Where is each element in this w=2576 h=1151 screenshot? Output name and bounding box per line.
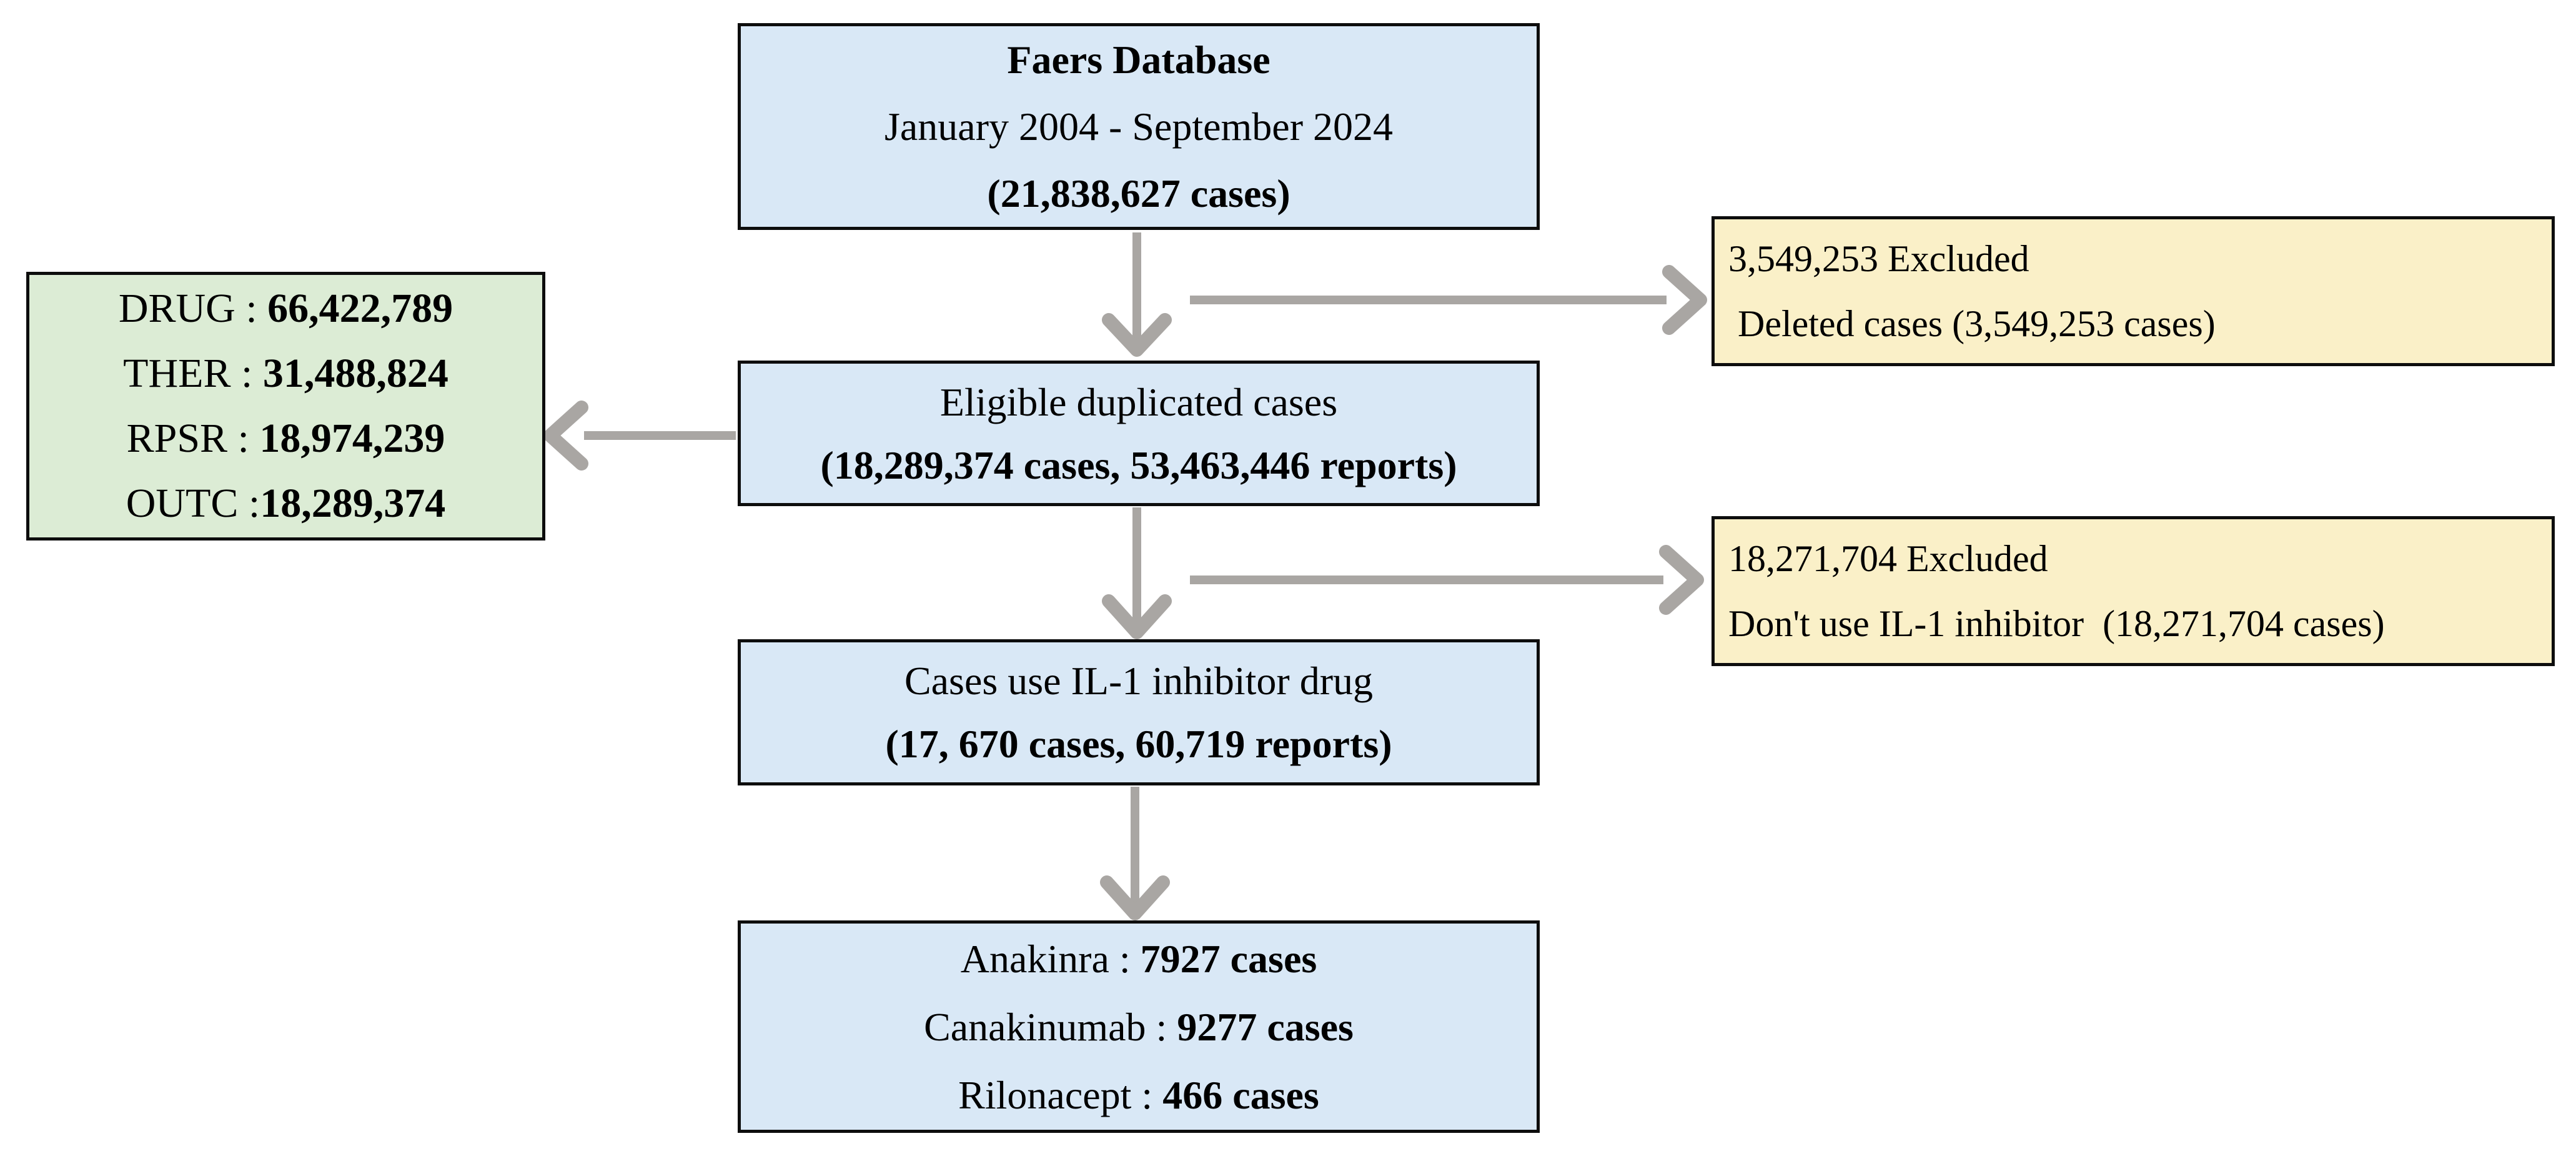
il1-line1: Cases use IL-1 inhibitor drug xyxy=(904,659,1374,703)
il1-inhibitor-cases-box: Cases use IL-1 inhibitor drug (17, 670 c… xyxy=(738,639,1540,785)
excluded2-line2: Don't use IL-1 inhibitor (18,271,704 cas… xyxy=(1728,603,2385,644)
table-row-outc: OUTC :18,289,374 xyxy=(126,471,446,536)
arrow-il1-to-drugs xyxy=(1100,787,1170,920)
eligible-line1: Eligible duplicated cases xyxy=(939,379,1338,424)
drug-row-anakinra-value: 7927 cases xyxy=(1140,936,1317,981)
table-row-outc-label: OUTC : xyxy=(126,481,260,526)
drug-row-rilonacept-value: 466 cases xyxy=(1162,1072,1319,1117)
eligible-cases-box: Eligible duplicated cases (18,289,374 ca… xyxy=(738,361,1540,506)
drug-row-canakinumab-value: 9277 cases xyxy=(1177,1004,1354,1049)
faers-database-box: Faers Database January 2004 - September … xyxy=(738,23,1540,230)
table-row-drug-label: DRUG : xyxy=(118,286,268,331)
excluded-no-il1-box: 18,271,704 Excluded Don't use IL-1 inhib… xyxy=(1712,516,2555,666)
drug-row-canakinumab-label: Canakinumab : xyxy=(924,1004,1177,1049)
il1-line2: (17, 670 cases, 60,719 reports) xyxy=(885,722,1392,766)
table-row-ther: THER : 31,488,824 xyxy=(123,341,448,406)
drug-row-rilonacept-label: Rilonacept : xyxy=(958,1072,1163,1117)
drug-row-anakinra-label: Anakinra : xyxy=(960,936,1141,981)
drug-row-rilonacept: Rilonacept : 466 cases xyxy=(958,1061,1319,1129)
eligible-line2: (18,289,374 cases, 53,463,446 reports) xyxy=(820,442,1457,487)
excluded1-line1: 3,549,253 Excluded xyxy=(1728,238,2029,279)
excluded-deleted-cases-box: 3,549,253 Excluded Deleted cases (3,549,… xyxy=(1712,216,2555,366)
faers-cases: (21,838,627 cases) xyxy=(987,171,1290,216)
arrow-branch-to-excluded2 xyxy=(1190,545,1704,615)
drug-row-anakinra: Anakinra : 7927 cases xyxy=(961,925,1317,993)
table-row-ther-label: THER : xyxy=(123,351,263,396)
excluded1-line2: Deleted cases (3,549,253 cases) xyxy=(1728,303,2216,344)
table-row-outc-value: 18,289,374 xyxy=(260,481,446,526)
table-row-rpsr: RPSR : 18,974,239 xyxy=(127,406,445,471)
arrow-branch-to-excluded1 xyxy=(1190,265,1707,335)
table-row-rpsr-label: RPSR : xyxy=(126,416,260,461)
drug-row-canakinumab: Canakinumab : 9277 cases xyxy=(924,993,1354,1061)
faers-title: Faers Database xyxy=(1007,37,1271,82)
excluded2-line1: 18,271,704 Excluded xyxy=(1728,538,2048,579)
record-tables-box: DRUG : 66,422,789 THER : 31,488,824 RPSR… xyxy=(26,272,545,541)
arrow-faers-to-eligible xyxy=(1102,232,1172,357)
table-row-ther-value: 31,488,824 xyxy=(262,351,448,396)
drug-breakdown-box: Anakinra : 7927 cases Canakinumab : 9277… xyxy=(738,920,1540,1133)
arrow-eligible-to-tables xyxy=(543,401,736,471)
table-row-drug: DRUG : 66,422,789 xyxy=(119,276,453,341)
faers-period: January 2004 - September 2024 xyxy=(884,104,1394,149)
arrow-eligible-to-il1 xyxy=(1102,507,1172,639)
table-row-drug-value: 66,422,789 xyxy=(267,286,453,331)
table-row-rpsr-value: 18,974,239 xyxy=(259,416,445,461)
